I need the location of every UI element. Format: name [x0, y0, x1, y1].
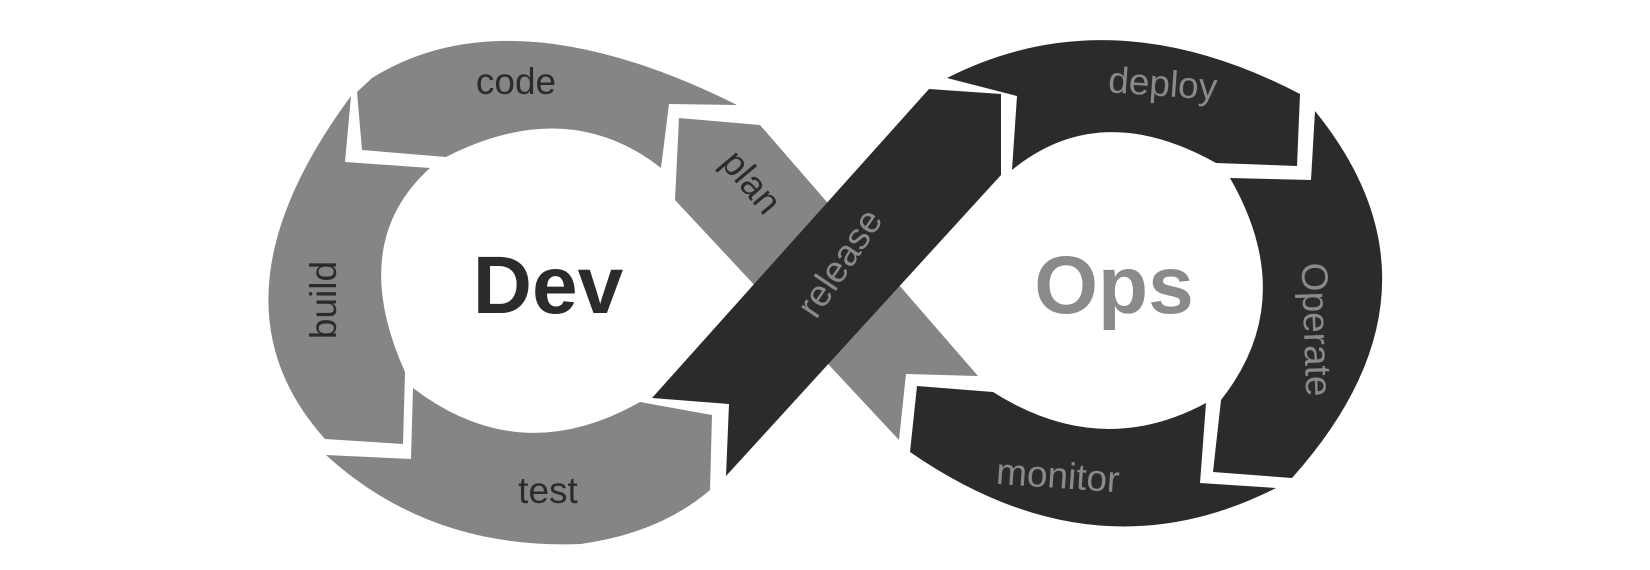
deploy-label: deploy [1107, 59, 1219, 108]
code-segment [357, 40, 737, 169]
test-segment [326, 388, 712, 545]
code-label: code [476, 61, 556, 102]
operate-label: Operate [1294, 262, 1340, 397]
monitor-segment [910, 386, 1276, 527]
build-label: build [303, 261, 344, 339]
build-segment [268, 96, 430, 444]
monitor-label: monitor [995, 451, 1121, 501]
deploy-segment [947, 40, 1300, 171]
ops-loop [652, 40, 1383, 527]
release-segment [652, 89, 1001, 476]
dev-title: Dev [473, 240, 624, 331]
test-label: test [518, 470, 578, 511]
operate-segment [1213, 111, 1383, 478]
ops-title: Ops [1034, 240, 1193, 331]
